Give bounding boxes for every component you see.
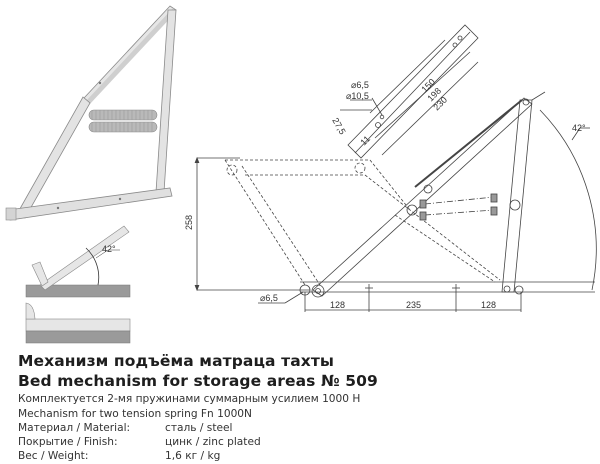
main-drawing [194,91,597,312]
plate-hole-large: ⌀10,5 [346,91,369,101]
plate-offset: 11 [358,134,372,148]
title-russian: Механизм подъёма матраца тахты [18,352,335,370]
height-dimension: 258 [184,215,194,230]
technical-drawing: 42° [5,5,597,344]
angle-label-main: 42° [572,123,586,133]
dim-right-128: 128 [481,300,496,310]
dim-middle-235: 235 [406,300,421,310]
angle-label-small: 42° [102,244,116,254]
title-english: Bed mechanism for storage areas № 509 [18,372,378,390]
bed-closed-illustration [25,302,131,344]
bed-open-illustration: 42° [25,225,131,298]
plate-detail [340,24,479,159]
spec-value: 1,6 кг / kg [165,450,221,462]
dimension-labels: 258 ⌀6,5 128 235 128 42° ⌀6,5 ⌀10,5 27,5… [184,77,586,310]
plate-width: 27,5 [330,116,347,136]
spec-value: цинк / zinc plated [165,436,261,448]
spring-icon [88,109,158,133]
plate-hole-small: ⌀6,5 [351,80,369,90]
spec-label: Вес / Weight: [18,450,89,462]
dim-left-128: 128 [330,300,345,310]
description-english: Mechanism for two tension spring Fn 1000… [18,408,252,420]
mechanism-render [5,5,177,221]
description-russian: Комплектуется 2-мя пружинами суммарным у… [18,393,361,405]
spec-label: Материал / Material: [18,422,131,434]
spec-value: сталь / steel [165,422,233,434]
hole-diameter-bottom: ⌀6,5 [260,293,278,303]
spec-label: Покрытие / Finish: [18,436,118,448]
